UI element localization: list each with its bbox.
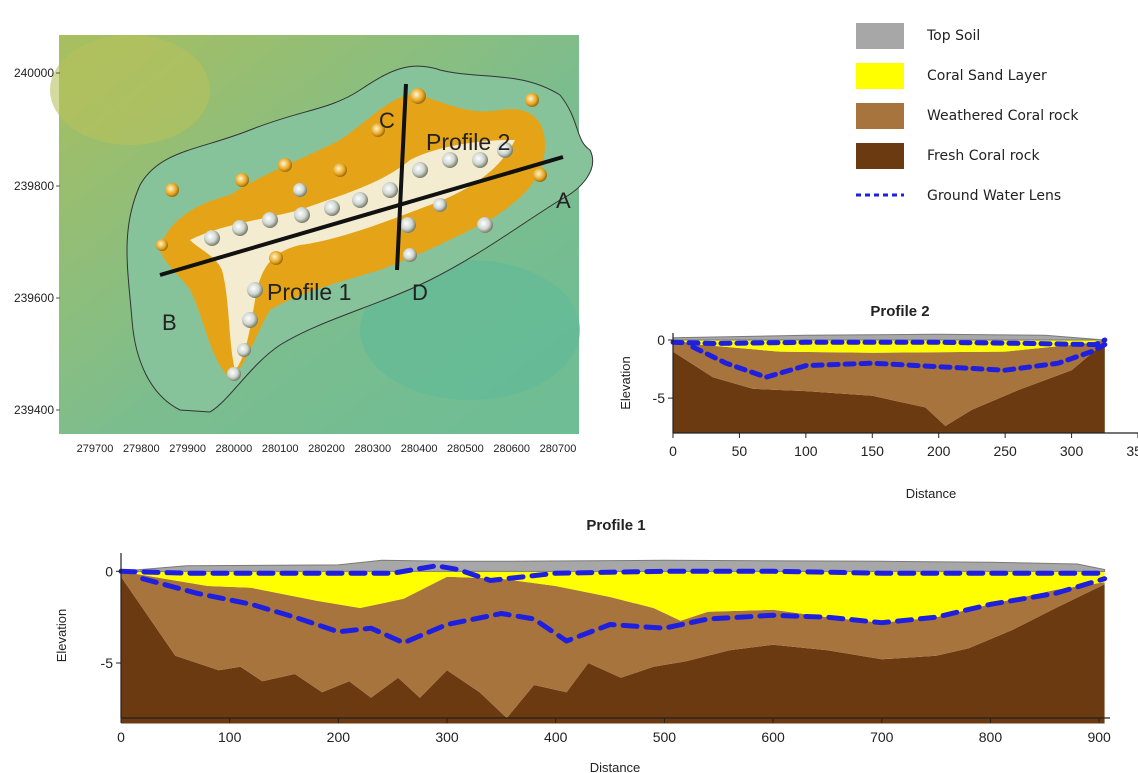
legend-swatch	[856, 23, 904, 49]
x-tick-label: 150	[861, 443, 885, 459]
x-axis-label: Distance	[590, 760, 641, 773]
profile-2-label: Profile 2	[426, 129, 510, 155]
weathered-coral-rock-layer	[121, 571, 1105, 718]
x-tick-label: 300	[435, 729, 459, 745]
chart-title: Profile 1	[586, 517, 645, 534]
map-x-tick-label: 280200	[308, 443, 345, 455]
x-tick-label: 0	[117, 729, 125, 745]
x-tick-label: 200	[327, 729, 351, 745]
map-x-axis-ticks: 279700 279800 279900 280000 280100 280200 2803…	[77, 443, 577, 455]
legend-swatch	[856, 143, 904, 169]
legend-label: Weathered Coral rock	[927, 108, 1079, 124]
legend-label: Coral Sand Layer	[927, 68, 1047, 84]
x-tick-label: 100	[794, 443, 818, 459]
x-tick-label: 350	[1126, 443, 1138, 459]
ground-water-lens-line	[690, 342, 1108, 380]
ground-water-lens-line	[140, 576, 1108, 646]
top-soil-layer	[120, 559, 1106, 572]
fresh-coral-rock-layer	[673, 339, 1105, 433]
point-label-b: B	[162, 310, 177, 335]
ground-water-lens-line	[118, 563, 1108, 583]
dune-bumps	[156, 88, 547, 381]
y-tick-label: 0	[657, 332, 665, 348]
legend-label: Ground Water Lens	[927, 188, 1061, 204]
y-axis-label: Elevation	[54, 609, 69, 662]
map-x-tick-label: 280000	[216, 443, 253, 455]
legend-swatch	[856, 63, 904, 89]
map-x-tick-label: 280500	[447, 443, 484, 455]
map-x-tick-label: 279800	[123, 443, 160, 455]
y-tick-label: 0	[105, 563, 113, 579]
profile-1-chart: 0 100 200 300 400 500 600 700 800 900 0 -5 Profile 1…	[54, 517, 1111, 773]
y-tick-label: -5	[101, 655, 114, 671]
x-axis-label: Distance	[906, 486, 957, 501]
x-tick-label: 600	[761, 729, 785, 745]
legend-label: Fresh Coral rock	[927, 148, 1040, 164]
map-y-tick-label: 240000	[14, 66, 54, 80]
island-crest	[190, 140, 515, 370]
legend-swatch	[856, 103, 904, 129]
x-tick-label: 200	[927, 443, 951, 459]
map-y-tick-label: 239400	[14, 403, 54, 417]
x-tick-label: 800	[979, 729, 1003, 745]
x-tick-label: 50	[732, 443, 748, 459]
y-axis-label: Elevation	[618, 356, 633, 409]
x-tick-label: 400	[544, 729, 568, 745]
map-x-tick-label: 280400	[401, 443, 438, 455]
map-x-tick-label: 280700	[540, 443, 577, 455]
profile-2-line	[395, 83, 408, 271]
point-label-d: D	[412, 280, 428, 305]
point-label-c: C	[379, 108, 395, 133]
point-label-a: A	[556, 188, 571, 213]
fresh-coral-rock-layer	[121, 571, 1105, 724]
coral-sand-layer	[121, 571, 1105, 623]
profile-1-line	[159, 155, 564, 277]
profile-2-chart: 0 50 100 150 200 250 300 350 0 -5 Profile 2 Distanc…	[618, 303, 1138, 501]
map-y-axis-ticks: 240000 239800 239600 239400	[14, 66, 60, 417]
map-x-tick-label: 280300	[354, 443, 391, 455]
chart-title: Profile 2	[870, 303, 929, 320]
map-green-patch	[360, 260, 580, 400]
x-tick-label: 100	[218, 729, 242, 745]
x-tick-label: 0	[669, 443, 677, 459]
site-map: A B C D Profile 1 Profile 2 240000 239800…	[14, 35, 594, 455]
map-x-tick-label: 279700	[77, 443, 114, 455]
legend-label: Top Soil	[926, 28, 980, 44]
x-tick-label: 300	[1060, 443, 1084, 459]
ground-water-lens-line	[670, 337, 1108, 348]
map-y-tick-label: 239600	[14, 291, 54, 305]
map-olive-patch	[50, 35, 210, 145]
map-x-tick-label: 279900	[169, 443, 206, 455]
weathered-coral-rock-layer	[673, 340, 1105, 426]
map-x-tick-label: 280100	[262, 443, 299, 455]
x-tick-label: 250	[993, 443, 1017, 459]
x-tick-label: 500	[653, 729, 677, 745]
map-x-tick-label: 280600	[493, 443, 530, 455]
map-y-tick-label: 239800	[14, 179, 54, 193]
profile-lines	[159, 83, 564, 277]
x-tick-label: 900	[1087, 729, 1111, 745]
top-soil-layer	[672, 333, 1106, 341]
profile-1-label: Profile 1	[267, 279, 351, 305]
x-tick-label: 700	[870, 729, 894, 745]
y-tick-label: -5	[653, 390, 666, 406]
